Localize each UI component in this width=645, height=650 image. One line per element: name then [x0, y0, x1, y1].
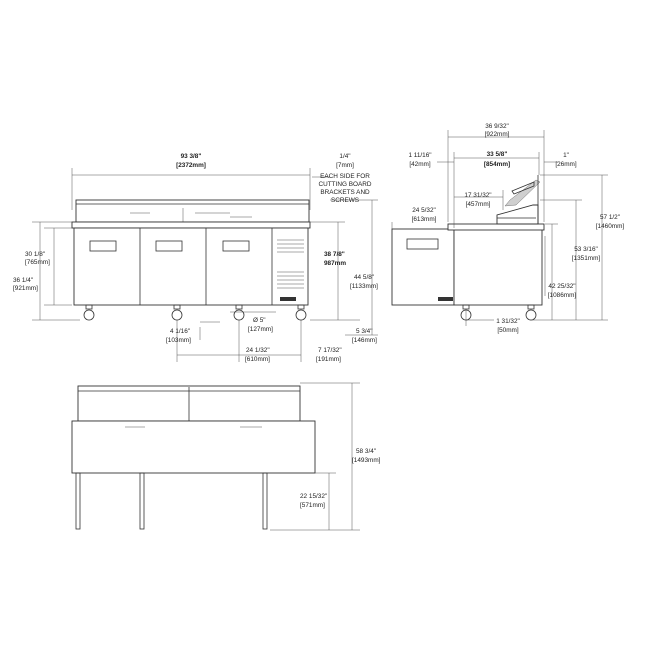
side-rail	[496, 204, 539, 225]
front-worktop	[71, 221, 311, 229]
dim-rail-height: 44 5/8"	[354, 274, 374, 281]
dim-caster-offset: 7 17/32"	[318, 347, 342, 354]
dim-caster-diameter-metric: [127mm]	[248, 326, 273, 333]
dim-lid-height: 53 3/16"	[574, 246, 598, 253]
front-grille	[277, 239, 304, 289]
dim-right-offset-metric: [26mm]	[555, 161, 577, 168]
dim-right-offset: 1"	[563, 152, 569, 159]
dim-side-inset: 4 1/16"	[170, 328, 190, 335]
front-casters	[83, 304, 307, 321]
lower-dimensions	[270, 382, 360, 531]
dim-board-height: 38 7/8"	[324, 251, 345, 258]
dim-leg-height: 22 15/32"	[300, 493, 327, 500]
note-line-3: BRACKETS AND	[320, 189, 370, 196]
dim-board-offset: 1/4"	[339, 153, 350, 160]
side-cabinet	[453, 228, 543, 306]
dim-open-lid-height: 57 1/2"	[600, 214, 620, 221]
side-lid-open	[504, 179, 541, 207]
dim-total-height-metric: [1493mm]	[352, 457, 381, 464]
side-logo-plate	[438, 297, 453, 301]
front-dimensions	[32, 168, 378, 362]
dim-caster-height: 5 3/4"	[356, 328, 372, 335]
lower-view: 58 3/4" [1493mm] 22 15/32" [571mm]	[71, 382, 381, 531]
dim-left-offset: 1 11/16"	[408, 152, 431, 159]
dim-caster-height-metric: [146mm]	[352, 337, 377, 344]
note-line-1: EACH SIDE FOR	[320, 173, 370, 180]
dim-board-height-metric: 987mm	[324, 260, 346, 267]
dim-overall-width-metric: [2372mm]	[176, 162, 206, 169]
dim-door-width: 24 5/32"	[412, 207, 436, 214]
dim-overall-depth-metric: [922mm]	[485, 131, 510, 138]
dim-door-width-metric: [613mm]	[412, 216, 437, 223]
dim-lid-depth: 17 31/32"	[464, 192, 491, 199]
dim-cabinet-depth: 33 5/8"	[487, 151, 508, 158]
dim-side-inset-metric: [103mm]	[166, 337, 191, 344]
dim-overall-width: 93 3/8"	[181, 153, 202, 160]
dim-total-height: 58 3/4"	[356, 448, 376, 455]
lower-legs	[75, 472, 268, 530]
door-handle-3	[222, 240, 250, 252]
dim-caster-spacing-metric: [610mm]	[245, 356, 270, 363]
door-handle-1	[89, 240, 117, 252]
dim-caster-offset-metric: [191mm]	[316, 356, 341, 363]
note-line-4: SCREWS	[331, 197, 359, 204]
dim-open-lid-height-metric: [1460mm]	[596, 223, 625, 230]
dim-leg-height-metric: [571mm]	[300, 502, 325, 509]
side-lid-frame	[511, 181, 535, 195]
dim-caster-gap-metric: [50mm]	[497, 327, 519, 334]
note-line-2: CUTTING BOARD	[319, 181, 372, 188]
dim-rail-height-side-metric: [1086mm]	[548, 292, 577, 299]
dim-rail-height-metric: [1133mm]	[350, 283, 378, 290]
dim-work-height-metric: [921mm]	[13, 285, 38, 292]
front-view: 93 3/8" [2372mm] 30 1/8" [765mm] 36 1/4"…	[13, 153, 378, 363]
dim-lid-height-metric: [1351mm]	[572, 255, 601, 262]
dim-left-offset-metric: [42mm]	[409, 161, 431, 168]
front-cabinet	[73, 227, 309, 306]
lower-cabinet	[71, 420, 316, 474]
dim-overall-depth: 36 9/32"	[485, 123, 509, 130]
side-dimensions	[391, 130, 608, 326]
dim-cabinet-depth-metric: [854mm]	[484, 161, 510, 168]
front-rail	[75, 199, 310, 223]
dim-work-height: 36 1/4"	[13, 277, 33, 284]
side-view: 36 9/32" [922mm] 33 5/8" [854mm] 1 11/16…	[391, 123, 625, 334]
dim-rail-height-side: 42 25/32"	[548, 283, 575, 290]
dim-cabinet-height: 30 1/8"	[25, 251, 45, 258]
dim-caster-diameter: Ø 5"	[253, 317, 266, 324]
dim-board-offset-metric: [7mm]	[336, 162, 354, 169]
side-door-handle	[406, 238, 439, 250]
side-worktop	[447, 223, 545, 231]
dim-caster-gap: 1 31/32"	[496, 318, 520, 325]
front-logo-plate	[280, 297, 296, 301]
dim-caster-spacing: 24 1/32"	[246, 347, 270, 354]
dim-cabinet-height-metric: [765mm]	[25, 259, 50, 266]
door-handle-2	[155, 240, 183, 252]
dim-lid-depth-metric: [457mm]	[466, 201, 491, 208]
side-door-panel	[391, 228, 455, 306]
